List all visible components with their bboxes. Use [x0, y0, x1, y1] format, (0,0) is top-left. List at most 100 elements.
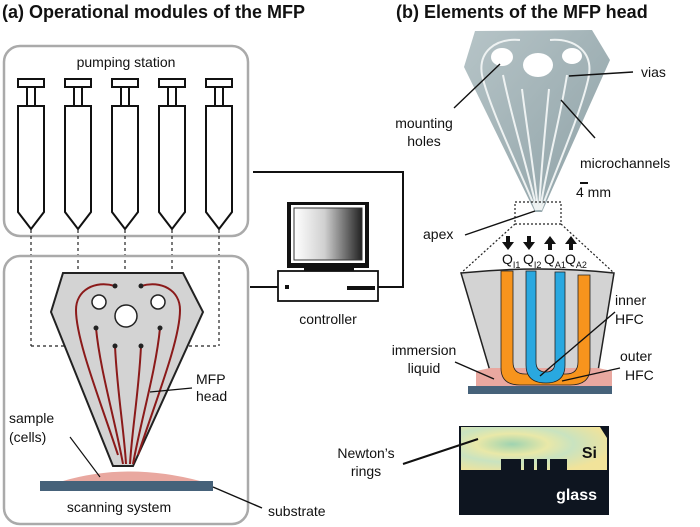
syringe-plunger-head [64, 78, 92, 88]
controller-label: controller [299, 311, 357, 327]
newtons-label-2: rings [351, 463, 381, 479]
mounting-hole-center [114, 304, 138, 328]
substrate-label: substrate [268, 503, 326, 519]
apex-cross-section [460, 268, 615, 394]
pumping-station-label: pumping station [77, 54, 176, 70]
vias-label: vias [641, 64, 666, 80]
arrow-down-icon [523, 236, 535, 250]
controller: controller [250, 171, 404, 327]
flow-i2: QI2 [523, 236, 541, 270]
syringe [205, 78, 233, 231]
photo-mounting-hole-left [491, 48, 513, 66]
syringe-plunger-rod [214, 86, 224, 107]
sample-leader [69, 436, 101, 478]
flow-a2: QA2 [565, 236, 587, 270]
syringe-plunger-rod [120, 86, 130, 107]
inner-hfc-leader [539, 311, 616, 377]
flow-i1: QI1 [502, 236, 520, 270]
monitor-screen [293, 207, 363, 261]
panel-a-title: (a) Operational modules of the MFP [2, 2, 305, 22]
mfp-head-schematic [49, 272, 205, 467]
sample-cells [63, 471, 200, 481]
apex-label: apex [423, 226, 453, 242]
inner-hfc-label-1: inner [615, 292, 646, 308]
photo-microchannels [480, 38, 591, 211]
photo-silicon [461, 427, 607, 470]
flow-subscript: A1 [555, 260, 566, 270]
syringe [111, 78, 139, 231]
flow-subscript: I2 [534, 260, 542, 270]
sample-label-2: (cells) [9, 429, 46, 445]
newtons-rings-photo: Si glass [459, 426, 609, 515]
outer-hfc-leader [561, 367, 621, 382]
flow-label: QI1 [502, 251, 520, 270]
photo-mounting-hole-center [523, 53, 553, 77]
syringe [158, 78, 186, 231]
flow-label: QA2 [565, 251, 587, 270]
arrow-down-icon [502, 236, 514, 250]
mounting-holes-leader [453, 63, 501, 109]
scanning-system: scanning system MFP head sample (cells) [2, 254, 250, 526]
apex-zoom-frame [460, 201, 615, 274]
controller-cable-top [253, 171, 404, 288]
vias-leader [568, 71, 634, 77]
flow-label: QI2 [523, 251, 541, 270]
mounting-hole-right [150, 294, 166, 310]
photo-channels [501, 459, 567, 471]
syringe [17, 78, 45, 231]
syringe-plunger-head [17, 78, 45, 88]
photo-mounting-hole-right [562, 48, 582, 64]
flow-subscript: I1 [513, 260, 521, 270]
scale-bar-label: 4 mm [576, 184, 611, 200]
disk-slot [347, 286, 375, 290]
syringe-plunger-head [205, 78, 233, 88]
syringe-barrel [158, 105, 186, 231]
vias-schematic [93, 283, 163, 349]
glass-label: glass [556, 487, 597, 504]
syringe-plunger-rod [26, 86, 36, 107]
flow-subscript: A2 [576, 260, 587, 270]
syringe-barrel [205, 105, 233, 231]
apex-substrate [468, 386, 612, 394]
microchannels-leader [560, 99, 596, 139]
immersion-leader [454, 361, 495, 380]
syringe-plunger-head [111, 78, 139, 88]
mfp-head-label-2: head [196, 388, 227, 404]
mounting-hole-left [91, 294, 107, 310]
syringe-plunger-rod [73, 86, 83, 107]
syringe [64, 78, 92, 231]
syringe-plunger-head [158, 78, 186, 88]
power-light [285, 285, 289, 289]
immersion-label-2: liquid [408, 360, 441, 376]
flow-a1: QA1 [544, 236, 566, 270]
immersion-label-1: immersion [392, 342, 457, 358]
mounting-holes-label-1: mounting [395, 115, 453, 131]
syringe-barrel [17, 105, 45, 231]
syringes [17, 78, 233, 231]
outer-hfc [500, 270, 591, 386]
mounting-holes-label-2: holes [407, 133, 440, 149]
syringe-barrel [111, 105, 139, 231]
si-label: Si [582, 445, 597, 462]
apex-leader [464, 210, 536, 236]
sample-label-1: sample [9, 410, 54, 426]
pumping-station: pumping station [2, 44, 250, 238]
mfp-head-label-1: MFP [196, 371, 226, 387]
newtons-rings-leader [402, 438, 479, 465]
scanning-system-frame [2, 254, 250, 526]
scale-bar [580, 182, 588, 184]
flow-label: QA1 [544, 251, 566, 270]
microchannels-schematic [74, 283, 182, 465]
outer-hfc-label-2: HFC [625, 367, 654, 383]
substrate [40, 481, 213, 491]
apex-body [460, 268, 615, 372]
scanning-system-label: scanning system [67, 499, 171, 515]
substrate-leader [212, 486, 263, 509]
arrow-up-icon [544, 236, 556, 250]
monitor-stand [304, 267, 354, 272]
mfp-head-leader [149, 387, 193, 393]
microchannels-label: microchannels [580, 155, 670, 171]
newtons-label-1: Newton’s [337, 445, 394, 461]
syringe-plunger-rod [167, 86, 177, 107]
